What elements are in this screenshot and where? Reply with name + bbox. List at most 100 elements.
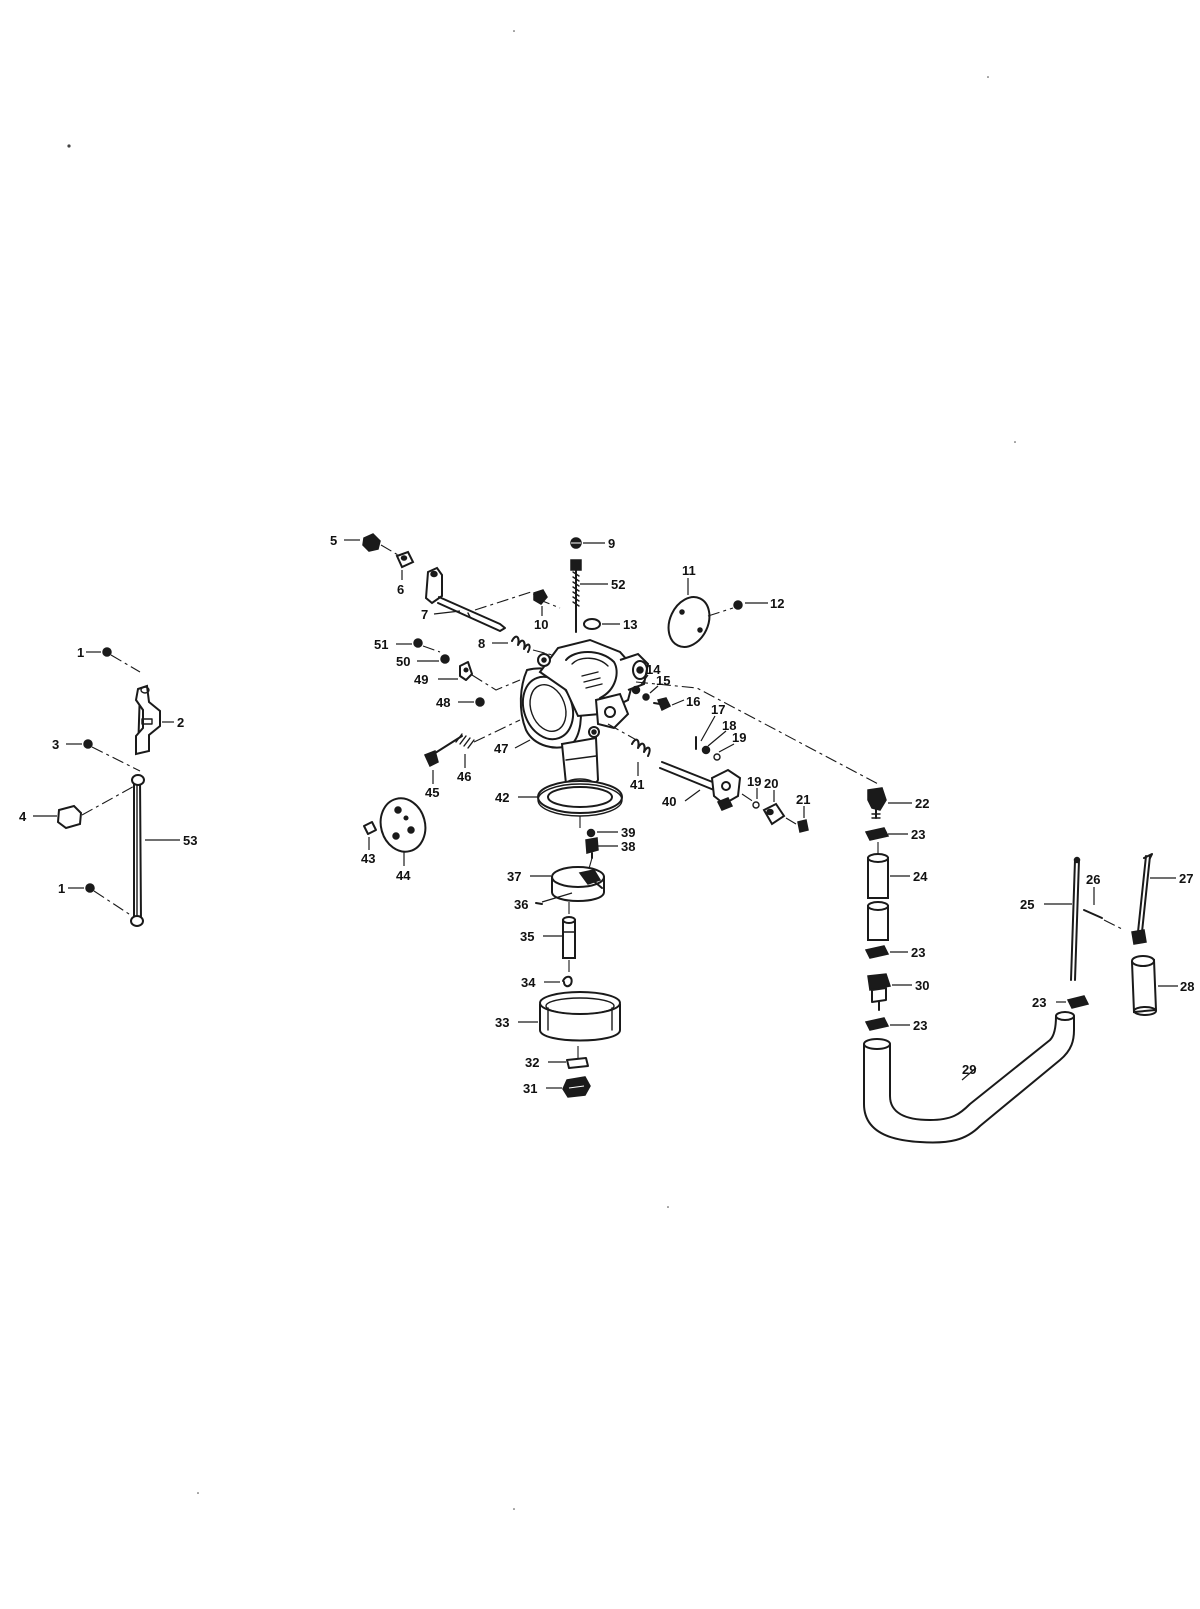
callout-32: 32: [525, 1055, 539, 1070]
callout-30: 30: [915, 978, 929, 993]
part-34-clip: [562, 975, 573, 988]
part-35-needle-valve: [562, 916, 576, 959]
part-47-carburetor-body: [519, 638, 650, 790]
callout-13: 13: [623, 617, 637, 632]
choke-shaft-group: [344, 533, 620, 658]
part-37-float: [551, 866, 605, 902]
cover-plate-group: [667, 578, 768, 648]
callout-10: 10: [534, 617, 548, 632]
callout-12: 12: [770, 596, 784, 611]
callout-49: 49: [414, 672, 428, 687]
callout-6: 6: [397, 582, 404, 597]
callout-15: 15: [656, 673, 670, 688]
callout-35: 35: [520, 929, 534, 944]
callout-3: 3: [52, 737, 59, 752]
part-23-clamp-b: [864, 945, 890, 959]
part-12-screw: [733, 600, 743, 610]
callout-7: 7: [421, 607, 428, 622]
callout-41: 41: [630, 777, 644, 792]
part-18-washer: [701, 745, 711, 755]
parts-38-39: [585, 828, 618, 859]
callout-5: 5: [330, 533, 337, 548]
part-5-screw: [362, 533, 381, 552]
part-44-plate: [379, 797, 427, 853]
callout-45: 45: [425, 785, 439, 800]
callout-2: 2: [177, 715, 184, 730]
part-36-pin: [535, 902, 543, 905]
part-11-cover-plate: [667, 596, 711, 648]
callout-labels: 1 2 3 4 53 1 5 6 7 8 9 52 10 11 12 13 14…: [19, 533, 1194, 1096]
callout-14: 14: [646, 662, 661, 677]
callout-23-c: 23: [913, 1018, 927, 1033]
part-31-nut: [562, 1076, 591, 1098]
part-30-fitting: [867, 973, 891, 1011]
callout-51: 51: [374, 637, 388, 652]
part-9-plug: [570, 537, 582, 549]
part-43-screw: [363, 821, 377, 835]
callout-37: 37: [507, 869, 521, 884]
callout-48: 48: [436, 695, 450, 710]
part-10-nut: [533, 589, 548, 605]
callout-33: 33: [495, 1015, 509, 1030]
part-38-jet: [585, 837, 599, 854]
part-33-float-bowl: [539, 991, 621, 1042]
callout-47: 47: [494, 741, 508, 756]
part-25-rod: [1070, 856, 1081, 981]
part-45-screw-head: [423, 749, 439, 768]
callout-20: 20: [764, 776, 778, 791]
callout-50: 50: [396, 654, 410, 669]
callout-46: 46: [457, 769, 471, 784]
callout-24: 24: [913, 869, 928, 884]
callout-23-a: 23: [911, 827, 925, 842]
part-23-clamp-d: [1066, 995, 1090, 1009]
part-29-fuel-line: [863, 1011, 1075, 1144]
throttle-group: [607, 723, 755, 811]
callout-39: 39: [621, 825, 635, 840]
callout-16: 16: [686, 694, 700, 709]
callout-36: 36: [514, 897, 528, 912]
fuel-line-group: [863, 787, 1090, 1144]
callout-28: 28: [1180, 979, 1194, 994]
part-52-needle-rod: [570, 559, 582, 633]
callout-26: 26: [1086, 872, 1100, 887]
callout-8: 8: [478, 636, 485, 651]
callout-17: 17: [711, 702, 725, 717]
part-14-washer: [631, 685, 641, 695]
part-19-ring-a: [713, 753, 721, 761]
callout-22: 22: [915, 796, 929, 811]
part-42-gasket: [537, 780, 623, 817]
callout-9: 9: [608, 536, 615, 551]
part-16-screw: [656, 697, 672, 712]
part-32-gasket: [566, 1057, 589, 1069]
part-20-21-group: [762, 790, 809, 833]
part-1-screw-top: [102, 647, 112, 657]
part-39-washer: [586, 828, 596, 838]
part-51-screw: [413, 638, 423, 648]
callout-31: 31: [523, 1081, 537, 1096]
idle-screw-group: [423, 719, 521, 784]
callout-23-d: 23: [1032, 995, 1046, 1010]
callout-34: 34: [521, 975, 536, 990]
callout-42: 42: [495, 790, 509, 805]
choke-rod-group: [1044, 853, 1178, 1016]
callout-27: 27: [1179, 871, 1193, 886]
part-40-throttle-shaft: [659, 761, 742, 811]
part-7-choke-shaft: [424, 566, 506, 632]
callout-53: 53: [183, 833, 197, 848]
callout-4: 4: [19, 809, 27, 824]
part-53-link-rod: [130, 774, 145, 927]
part-23-clamp-a: [864, 827, 890, 841]
part-3-screw: [83, 739, 93, 749]
scan-specks: [67, 30, 1016, 1510]
part-43-44-group: [363, 797, 427, 866]
part-15-spring: [642, 693, 650, 701]
callout-43: 43: [361, 851, 375, 866]
part-46-spring: [455, 733, 475, 749]
callout-1-bottom: 1: [58, 881, 65, 896]
callout-18: 18: [722, 718, 736, 733]
callout-19-upper: 19: [732, 730, 746, 745]
left-small-parts: [396, 638, 521, 707]
part-4-block: [56, 804, 83, 830]
callout-38: 38: [621, 839, 635, 854]
